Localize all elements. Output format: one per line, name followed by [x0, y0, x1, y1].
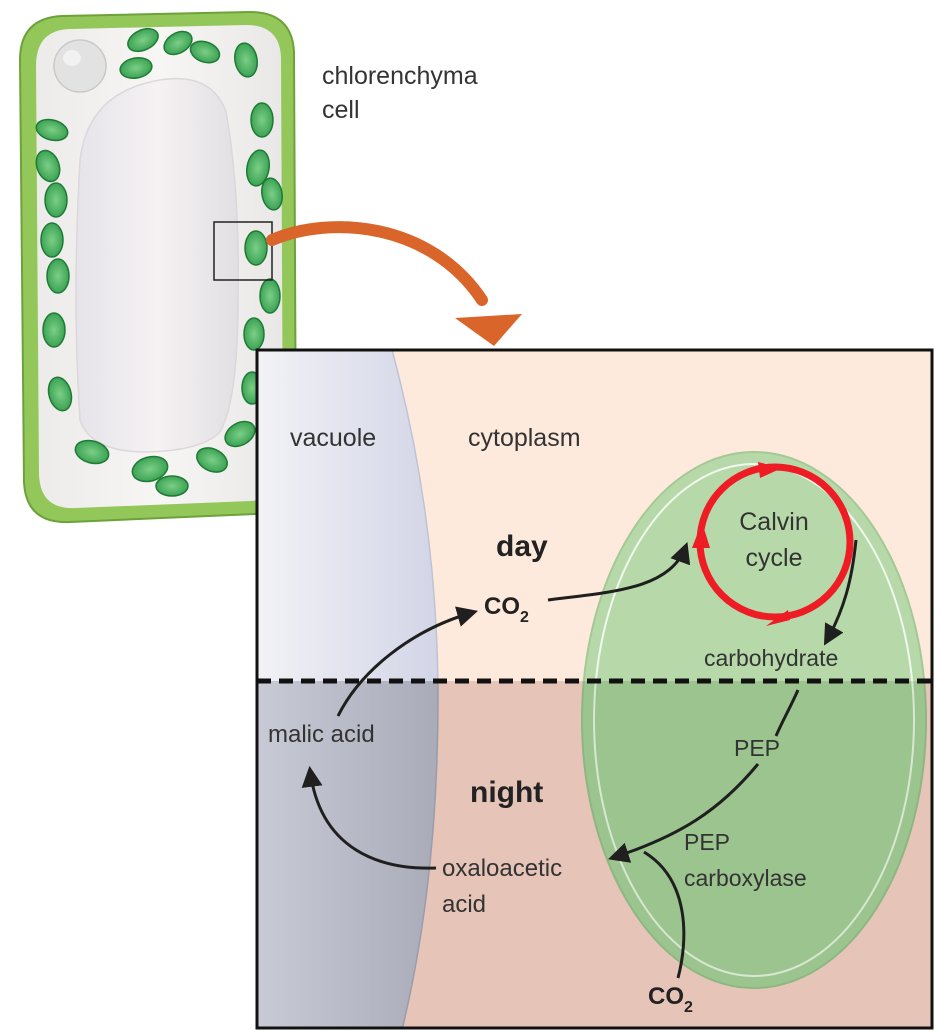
- pathway-arrows: [301, 539, 858, 979]
- pep-label: PEP: [734, 735, 780, 761]
- carbohydrate-to-pep-line: [774, 689, 800, 737]
- oxaloacetic-to-malic-arrow: [301, 765, 437, 870]
- night-label: night: [470, 776, 543, 809]
- co2-day-label: CO2: [484, 593, 529, 626]
- chloroplast: [261, 177, 283, 211]
- cell-label-line1: chlorenchyma: [322, 62, 478, 90]
- zoom-selection-box: [213, 221, 273, 281]
- chloroplast: [47, 376, 73, 412]
- vacuole-label: vacuole: [290, 424, 376, 452]
- pep-to-oxaloacetic-arrow: [608, 763, 760, 863]
- chloroplast: [234, 42, 258, 78]
- chloroplast: [46, 258, 70, 294]
- callout-arrow: [266, 221, 522, 346]
- chloroplast: [127, 27, 159, 53]
- central-vacuole: [75, 77, 239, 453]
- carbohydrate-label: carbohydrate: [704, 645, 838, 671]
- vacuole-region: [257, 350, 439, 681]
- calvin-arrowhead: [758, 462, 782, 478]
- calvin-label-line2: cycle: [746, 544, 803, 572]
- chloroplast: [35, 118, 69, 142]
- chloroplast: [40, 222, 64, 258]
- chloroplast: [259, 278, 281, 314]
- calvin-label-line1: Calvin: [739, 508, 808, 536]
- chloroplast: [245, 149, 271, 187]
- chlorenchyma-cell: [18, 10, 298, 524]
- panel-frame: [255, 348, 934, 1030]
- chloroplast: [35, 149, 61, 183]
- chloroplast: [250, 102, 274, 138]
- co2-to-calvin-arrow: [547, 542, 691, 602]
- chloroplast: [42, 312, 66, 348]
- zoom-panel: [255, 348, 934, 1030]
- calvin-cycle: [692, 462, 854, 626]
- oxaloacetic-label-line2: acid: [442, 891, 486, 918]
- chloroplast: [155, 475, 189, 497]
- co2-to-oxaloacetic-arrow: [643, 850, 686, 979]
- malic-acid-label: malic acid: [268, 721, 375, 748]
- chloroplast: [243, 317, 265, 351]
- cytoplasm-label: cytoplasm: [468, 424, 581, 452]
- chloroplast: [189, 40, 221, 64]
- nucleus: [53, 39, 107, 93]
- chloroplast: [44, 182, 68, 218]
- day-label: day: [496, 530, 548, 563]
- cell-label-line2: cell: [322, 96, 360, 124]
- calvin-to-carbohydrate-arrow: [823, 539, 858, 646]
- co2-night-label: CO2: [648, 983, 693, 1016]
- chloroplast: [131, 455, 169, 483]
- chloroplast-inner-membrane: [594, 463, 914, 681]
- pep-carboxylase-label-line1: PEP: [684, 829, 730, 855]
- chloroplast: [119, 57, 153, 79]
- chloroplast: [74, 439, 110, 465]
- chloroplast: [244, 230, 268, 266]
- pep-carboxylase-label-line2: carboxylase: [684, 865, 807, 891]
- chloroplast: [224, 420, 256, 448]
- chloroplast: [163, 30, 193, 56]
- oxaloacetic-label-line1: oxaloacetic: [442, 855, 562, 882]
- chloroplast: [196, 447, 228, 473]
- chloroplasts: [35, 27, 283, 497]
- malic-to-co2-arrow: [336, 606, 479, 717]
- calvin-arrowhead: [692, 522, 710, 548]
- calvin-arrowhead: [766, 610, 790, 626]
